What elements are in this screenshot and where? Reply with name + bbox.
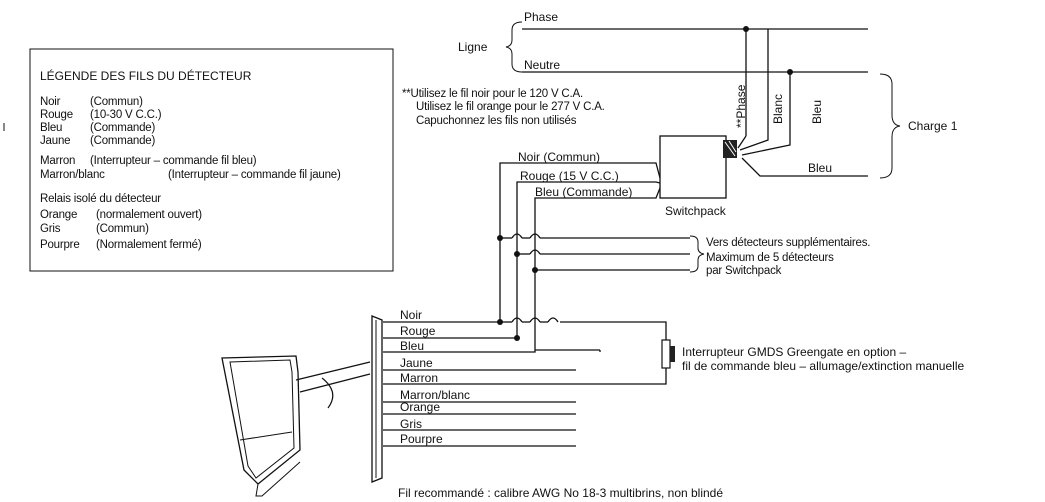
legend-wire-name: Bleu <box>40 122 62 134</box>
relay-wire-name: Pourpre <box>40 239 80 251</box>
switchpack-inputs: Noir (Commun) Rouge (15 V C.C.) Bleu (Co… <box>497 150 870 350</box>
load-wire-label: Bleu <box>808 161 832 175</box>
detector <box>221 315 383 497</box>
legend-wire-desc: (Commande) <box>90 135 155 147</box>
legend-wire-name: Rouge <box>40 109 73 121</box>
note-line: **Utilisez le fil noir pour le 120 V C.A… <box>402 88 583 100</box>
usage-notes: **Utilisez le fil noir pour le 120 V C.A… <box>402 88 605 127</box>
lead-label: Jaune <box>400 356 433 370</box>
optional-switch: Interrupteur GMDS Greengate en option – … <box>560 321 964 385</box>
supply-line: Ligne Phase Neutre <box>458 10 868 75</box>
lead-label: Orange <box>400 400 440 414</box>
output-phase-label: **Phase <box>734 84 748 128</box>
legend-wire-desc: (Commande) <box>90 122 155 134</box>
lead-label: Pourpre <box>400 432 443 446</box>
lead-label: Marron/blanc <box>400 388 470 402</box>
relay-wire-desc: (Commun) <box>96 223 149 235</box>
input-bleu-label: Bleu (Commande) <box>535 185 632 199</box>
note-line: Capuchonnez les fils non utilisés <box>416 115 577 127</box>
extra-detectors-line: Maximum de 5 détecteurs <box>706 252 834 264</box>
relay-wire-name: Orange <box>40 209 77 221</box>
lead-label: Marron <box>400 371 438 385</box>
relay-wire-desc: (Normalement fermé) <box>96 239 202 251</box>
legend-wire-name: Marron/blanc <box>40 169 105 181</box>
wire-legend: LÉGENDE DES FILS DU DÉTECTEUR Noir (Comm… <box>29 48 394 272</box>
note-line: Utilisez le fil orange pour le 277 V C.A… <box>416 101 605 113</box>
output-blanc-label: Blanc <box>771 94 785 124</box>
legend-wire-desc: (10-30 V C.C.) <box>90 109 162 121</box>
relay-wire-desc: (normalement ouvert) <box>96 209 202 221</box>
lead-label: Bleu <box>400 339 424 353</box>
relay-title: Relais isolé du détecteur <box>40 193 161 205</box>
legend-wire-name: Jaune <box>40 135 70 147</box>
extra-detectors-line: par Switchpack <box>706 265 782 277</box>
input-rouge-label: Rouge (15 V C.C.) <box>520 169 619 183</box>
legend-wire-desc: (Interrupteur – commande fil jaune) <box>168 169 341 181</box>
detector-leads: Noir Rouge Bleu Jaune Marron Marron/blan… <box>383 308 601 447</box>
neutre-label: Neutre <box>524 58 560 72</box>
footer-note: Fil recommandé : calibre AWG No 18-3 mul… <box>398 486 723 500</box>
lead-label: Gris <box>400 417 422 431</box>
load: Charge 1 <box>879 73 958 179</box>
lead-label: Noir <box>400 308 422 322</box>
input-noir-label: Noir (Commun) <box>518 150 600 164</box>
switch-label-line2: fil de commande bleu – allumage/extincti… <box>682 359 964 373</box>
extra-detectors-brace <box>689 235 705 273</box>
phase-label: Phase <box>524 10 558 24</box>
switchpack: Switchpack <box>659 135 737 218</box>
load-brace <box>879 73 901 179</box>
extra-detectors-line: Vers détecteurs supplémentaires. <box>706 237 870 249</box>
legend-wire-name: Marron <box>40 155 75 167</box>
line-brace <box>505 21 523 73</box>
switchpack-label: Switchpack <box>665 204 727 218</box>
output-bleu-label: Bleu <box>810 100 824 124</box>
legend-wire-desc: (Commun) <box>90 96 143 108</box>
lead-label: Rouge <box>400 324 436 338</box>
line-label: Ligne <box>458 40 488 54</box>
legend-title: LÉGENDE DES FILS DU DÉTECTEUR <box>40 68 252 83</box>
legend-wire-desc: (Interrupteur – commande fil bleu) <box>90 155 257 167</box>
relay-wire-name: Gris <box>40 223 61 235</box>
load-label: Charge 1 <box>908 119 958 133</box>
switchpack-outputs: **Phase Blanc Bleu Bleu <box>734 29 868 177</box>
legend-wire-name: Noir <box>40 96 61 108</box>
switch-label-line1: Interrupteur GMDS Greengate en option – <box>682 345 906 359</box>
